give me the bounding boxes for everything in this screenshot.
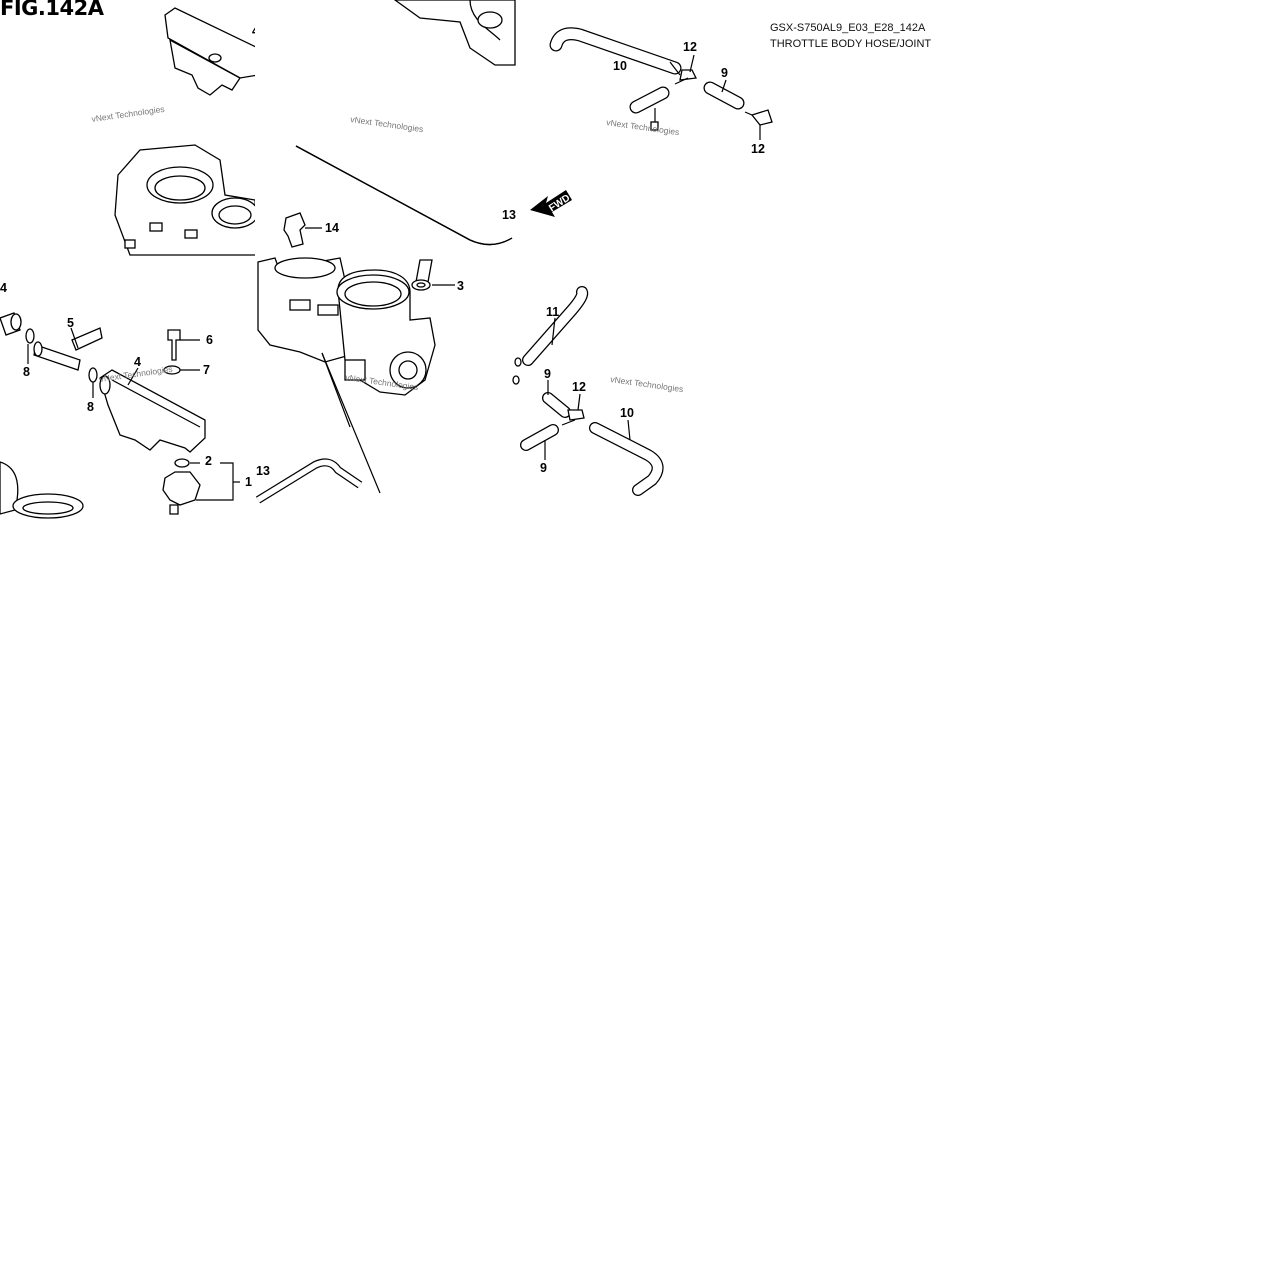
callout-13: 13	[502, 208, 516, 222]
hose-assembly-top	[549, 27, 773, 140]
clip-14	[283, 212, 322, 248]
callout-2: 2	[205, 454, 212, 468]
callout-12: 12	[751, 142, 765, 156]
watermark: vNext Technologies	[91, 104, 165, 124]
callout-8: 8	[23, 365, 30, 379]
throttle-body-main	[257, 257, 455, 494]
callout-7: 7	[203, 363, 210, 377]
callout-14: 14	[325, 221, 339, 235]
throttle-body-upper	[393, 0, 516, 66]
callout-8: 8	[87, 400, 94, 414]
page-code: GSX-S750AL9_E03_E28_142A	[770, 22, 926, 34]
callout-12: 12	[683, 40, 697, 54]
callout-5: 5	[67, 316, 74, 330]
page-subtitle: THROTTLE BODY HOSE/JOINT	[770, 38, 932, 50]
figure-title: FIG.142A	[0, 0, 104, 20]
callout-4: 4	[0, 281, 7, 295]
watermark: vNext Technologies	[350, 114, 424, 134]
hose-13-long	[295, 145, 513, 246]
watermark: vNext Technologies	[606, 117, 680, 137]
callout-9: 9	[544, 367, 551, 381]
callout-10: 10	[613, 59, 627, 73]
hose-13-lower	[255, 458, 363, 504]
callout-1: 1	[245, 475, 252, 489]
callout-4: 4	[134, 355, 141, 369]
callout-11: 11	[546, 305, 559, 319]
callout-9: 9	[540, 461, 547, 475]
callout-12: 12	[572, 380, 586, 394]
callout-6: 6	[206, 333, 213, 347]
throttle-body-overview	[114, 7, 259, 256]
forward-arrow-badge: FWD	[530, 190, 572, 217]
fuel-rail-assembly	[0, 312, 240, 519]
watermark: vNext Technologies	[610, 374, 684, 394]
hose-assembly-bottom	[512, 286, 664, 496]
callout-9: 9	[721, 66, 728, 80]
callout-10: 10	[620, 406, 634, 420]
callout-3: 3	[457, 279, 464, 293]
callout-13: 13	[256, 464, 270, 478]
